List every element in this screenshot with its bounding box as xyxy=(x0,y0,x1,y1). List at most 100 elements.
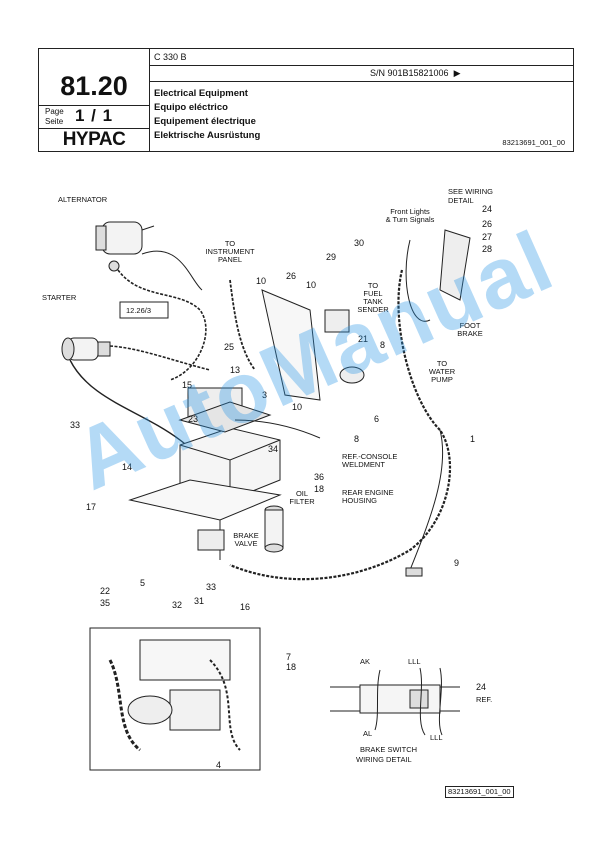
connector-9 xyxy=(405,567,423,577)
callout: 29 xyxy=(326,252,336,262)
callout: 28 xyxy=(482,244,492,254)
callout: 7 xyxy=(286,652,291,662)
console-weldment xyxy=(261,289,321,401)
wire xyxy=(405,239,431,322)
diagram-labels: ALTERNATOR STARTER 12.26/3 TO INSTRUMENT… xyxy=(42,187,493,764)
callout: 27 xyxy=(482,232,492,242)
model: C 330 B xyxy=(154,52,187,62)
label-lll-bottom: LLL xyxy=(430,733,443,742)
label-ref-console-1: REF.-CONSOLE xyxy=(342,452,397,461)
title-block: 81.20 Page Seite 1 / 1 HYPAC C 330 B S/N… xyxy=(38,48,574,152)
battery-tray xyxy=(128,479,282,521)
label-to-water-1: TO xyxy=(437,359,447,368)
label-front-lights-1: Front Lights xyxy=(390,207,430,216)
callout-numbers: 1 3 4 5 6 7 8 8 9 10 10 10 13 14 15 16 1… xyxy=(70,204,492,770)
label-ref-12-26: 12.26/3 xyxy=(126,306,151,315)
title-de: Elektrische Ausrüstung xyxy=(154,130,261,141)
control-panel-drawing xyxy=(89,627,261,771)
label-foot-brake-2: BRAKE xyxy=(457,329,482,338)
label-to-water-2: WATER xyxy=(429,367,456,376)
callout: 10 xyxy=(292,402,302,412)
page-number: 1 / 1 xyxy=(75,106,114,125)
callout: 8 xyxy=(380,340,385,350)
electrical-diagram: ALTERNATOR STARTER 12.26/3 TO INSTRUMENT… xyxy=(42,187,493,771)
callout: 26 xyxy=(286,271,296,281)
header-doc-ref: 83213691_001_00 xyxy=(502,138,565,147)
callout: 10 xyxy=(256,276,266,286)
callout: 25 xyxy=(224,342,234,352)
callout: 6 xyxy=(374,414,379,424)
label-ak: AK xyxy=(360,657,370,666)
label-to-instrument-2: INSTRUMENT xyxy=(205,247,255,256)
wire xyxy=(109,345,211,371)
label-ref-console-2: WELDMENT xyxy=(342,460,385,469)
label-to-instrument-3: PANEL xyxy=(218,255,242,264)
callout: 13 xyxy=(230,365,240,375)
callout: 31 xyxy=(194,596,204,606)
label-brake-valve-2: VALVE xyxy=(234,539,257,548)
page-labels: Page Seite xyxy=(45,107,64,127)
footer-doc-ref: 83213691_001_00 xyxy=(445,786,514,798)
main-harness xyxy=(229,269,452,581)
page-label-de: Seite xyxy=(45,117,64,126)
oil-filter-shape xyxy=(264,505,284,553)
sender-block xyxy=(324,309,350,333)
callout: 4 xyxy=(216,760,221,770)
callout: 30 xyxy=(354,238,364,248)
label-to-instrument-1: TO xyxy=(225,239,235,248)
callout: 1 xyxy=(470,434,475,444)
callout: 36 xyxy=(314,472,324,482)
callout: 24 xyxy=(476,682,486,692)
label-to-fuel-1: TO xyxy=(368,281,378,290)
alternator-shape xyxy=(95,221,155,272)
label-to-fuel-3: TANK xyxy=(363,297,382,306)
label-brake-valve-1: BRAKE xyxy=(233,531,258,540)
title-fr: Equipement électrique xyxy=(154,116,256,127)
label-oil-filter-1: OIL xyxy=(296,489,308,498)
label-to-water-3: PUMP xyxy=(431,375,453,384)
callout: 14 xyxy=(122,462,132,472)
horn-shape xyxy=(339,366,365,384)
callout: 35 xyxy=(100,598,110,608)
callout: 23 xyxy=(188,414,198,424)
label-to-fuel-2: FUEL xyxy=(363,289,382,298)
section-number: 81.20 xyxy=(60,71,128,101)
label-ref: REF. xyxy=(476,695,492,704)
brake-switch-detail xyxy=(330,667,460,736)
label-see-wiring-2: DETAIL xyxy=(448,196,474,205)
label-rear-engine-2: HOUSING xyxy=(342,496,377,505)
label-rear-engine-1: REAR ENGINE xyxy=(342,488,394,497)
label-see-wiring-1: SEE WIRING xyxy=(448,187,493,196)
callout: 17 xyxy=(86,502,96,512)
callout: 8 xyxy=(354,434,359,444)
label-lll-top: LLL xyxy=(408,657,421,666)
label-brake-switch-2: WIRING DETAIL xyxy=(356,755,412,764)
serial-row: S/N 901B15821006 ▶ xyxy=(150,65,573,82)
title-es: Equipo eléctrico xyxy=(154,102,228,113)
label-oil-filter-2: FILTER xyxy=(289,497,315,506)
callout: 32 xyxy=(172,600,182,610)
title-block-left: 81.20 Page Seite 1 / 1 HYPAC xyxy=(39,49,150,151)
title-en: Electrical Equipment xyxy=(154,88,248,99)
wire xyxy=(234,419,321,439)
wire xyxy=(117,269,207,381)
callout: 34 xyxy=(268,444,278,454)
callout: 10 xyxy=(306,280,316,290)
wire xyxy=(409,429,444,571)
callout: 9 xyxy=(454,558,459,568)
label-foot-brake-1: FOOT xyxy=(460,321,481,330)
label-starter: STARTER xyxy=(42,293,77,302)
label-brake-switch-1: BRAKE SWITCH xyxy=(360,745,417,754)
wire xyxy=(229,279,256,371)
callout: 16 xyxy=(240,602,250,612)
callout: 33 xyxy=(70,420,80,430)
brake-valve-shape xyxy=(197,529,225,551)
callout: 5 xyxy=(140,578,145,588)
section-titles: Electrical Equipment Equipo eléctrico Eq… xyxy=(154,87,260,143)
starter-shape xyxy=(61,337,111,361)
callout: 24 xyxy=(482,204,492,214)
callout: 33 xyxy=(206,582,216,592)
callout: 18 xyxy=(314,484,324,494)
callout: 26 xyxy=(482,219,492,229)
foot-brake-shape xyxy=(439,229,471,301)
